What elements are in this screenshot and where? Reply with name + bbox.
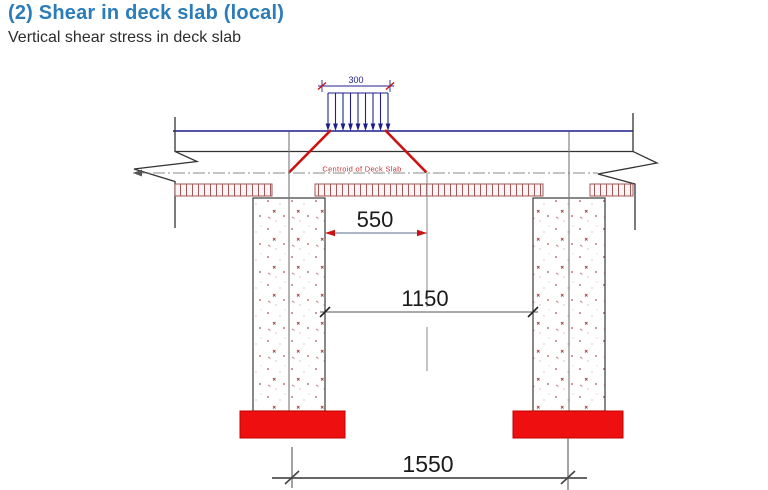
deck-top-beam <box>173 130 633 153</box>
right-bearing-pad <box>512 410 624 439</box>
dim-550 <box>325 229 427 237</box>
patch-load <box>327 92 389 124</box>
load-arrowhead-icon <box>340 123 346 131</box>
load-arrowhead-icon <box>378 123 383 131</box>
dim-1150-tick-right <box>527 306 539 318</box>
page-subtitle: Vertical shear stress in deck slab <box>8 29 241 46</box>
load-arrowhead-icon <box>370 123 376 131</box>
load-arrowhead-icon <box>325 123 331 131</box>
dim-550-arrow-right <box>417 229 427 237</box>
dim-1150 <box>319 306 539 318</box>
dim-300-tick-right <box>385 81 395 91</box>
dim-550-arrow-left <box>325 229 335 237</box>
dim-300-tick-left <box>317 81 327 91</box>
dim-1150-label: 1150 <box>401 286 448 311</box>
patch-load-arrowheads <box>325 123 391 131</box>
dispersal-line-left <box>288 129 332 174</box>
dim-1550-label: 1550 <box>402 451 453 477</box>
right-break-line <box>597 113 660 230</box>
load-arrowhead-icon <box>348 123 353 131</box>
page-title: (2) Shear in deck slab (local) <box>8 2 285 24</box>
dispersal-line-right <box>384 129 428 174</box>
load-arrowhead-icon <box>363 123 368 131</box>
dim-300-label: 300 <box>348 75 363 85</box>
dim-1550-tick-left <box>284 470 300 485</box>
centroid-left-arrow-icon <box>133 169 142 177</box>
dim-300 <box>317 80 395 92</box>
centroid-label: Centroid of Deck Slab <box>322 165 401 174</box>
rebar-band-left <box>174 183 273 197</box>
dim-1550-tick-right <box>560 470 576 485</box>
rebar-band-right <box>589 183 634 197</box>
dim-1150-tick-left <box>319 306 331 318</box>
left-bearing-pad <box>239 410 346 439</box>
rebar-band-middle <box>314 183 544 197</box>
load-arrowhead-icon <box>385 123 391 131</box>
dim-550-label: 550 <box>357 207 394 232</box>
dim-1550 <box>272 438 587 490</box>
rebar-hatch-band <box>174 183 634 197</box>
centroid-axis <box>133 169 598 177</box>
load-arrowhead-icon <box>355 123 361 131</box>
load-arrowhead-icon <box>333 123 338 131</box>
